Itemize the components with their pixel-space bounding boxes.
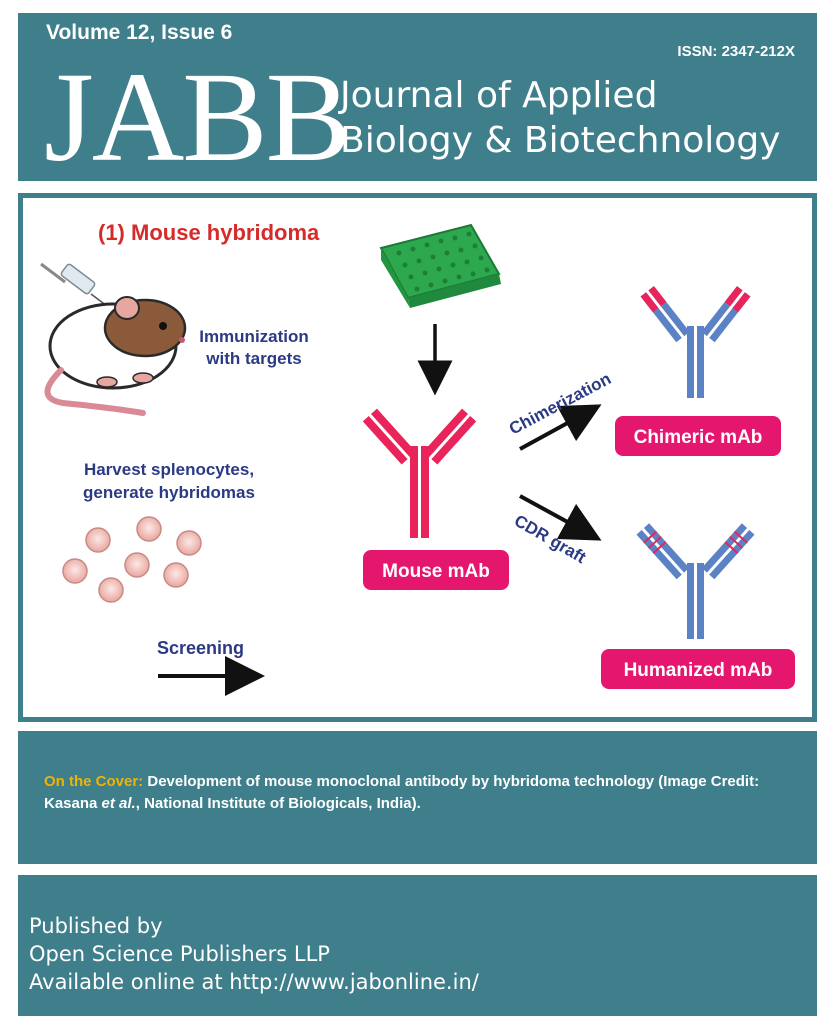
journal-title-line1: Journal of Applied (340, 75, 658, 116)
hybridoma-diagram: (1) Mouse hybridoma Immunization with (40, 220, 795, 696)
mouse-icon (44, 296, 187, 416)
cover-caption: On the Cover: Development of mouse monoc… (44, 771, 784, 815)
chimeric-mab-badge (615, 416, 781, 456)
cdr-graft-label: CDR graft (511, 511, 589, 567)
caption-text-a: Development of mouse monoclonal antibody… (44, 773, 760, 812)
hybridoma-cell (163, 562, 189, 588)
chimeric-antibody-icon (640, 286, 751, 398)
syringe-icon (40, 262, 108, 307)
cdr-graft-arrow (519, 494, 602, 541)
hybridoma-cell (136, 516, 162, 542)
hybridoma-cell (85, 527, 111, 553)
hybridoma-cells (62, 516, 202, 603)
mouse-mab-label: Mouse mAb (382, 561, 490, 582)
hybridoma-cell (98, 577, 124, 603)
journal-title: Journal of Applied Biology & Biotechnolo… (340, 73, 781, 163)
website-line: Available online at http://www.jabonline… (29, 970, 479, 994)
issn: ISSN: 2347-212X (677, 43, 795, 60)
publisher-band: Published by Open Science Publishers LLP… (18, 875, 817, 1016)
publisher-info: Published by Open Science Publishers LLP… (29, 912, 479, 996)
caption-etal: et al. (101, 795, 136, 812)
humanized-antibody-icon (636, 523, 755, 639)
caption-lead: On the Cover: (44, 773, 144, 790)
hybridoma-cell (176, 530, 202, 556)
immunization-label-line1: Immunization (199, 327, 309, 346)
humanized-mab-badge (601, 649, 795, 689)
mouse-mab-badge (363, 550, 509, 590)
cover-figure: (1) Mouse hybridoma Immunization with (23, 198, 812, 717)
volume-issue: Volume 12, Issue 6 (46, 21, 233, 44)
caption-text-b: , National Institute of Biologicals, Ind… (135, 795, 421, 812)
figure-heading: (1) Mouse hybridoma (98, 220, 320, 245)
mouse-antibody-icon (362, 408, 477, 538)
harvest-label-line2: generate hybridomas (83, 483, 255, 502)
published-by: Published by (29, 914, 163, 938)
immunization-label-line2: with targets (205, 349, 301, 368)
publisher-name: Open Science Publishers LLP (29, 942, 330, 966)
harvest-label-line1: Harvest splenocytes, (84, 460, 254, 479)
hybridoma-cell (124, 552, 150, 578)
journal-logo: JABB (44, 46, 351, 188)
hybridoma-cell (62, 558, 88, 584)
cover-figure-frame: (1) Mouse hybridoma Immunization with (18, 193, 817, 722)
caption-band: On the Cover: Development of mouse monoc… (18, 731, 817, 864)
humanized-mab-label: Humanized mAb (624, 660, 773, 681)
journal-header: Volume 12, Issue 6 ISSN: 2347-212X JABB … (18, 13, 817, 181)
chimerization-arrow (519, 404, 602, 451)
journal-title-line2: Biology & Biotechnology (340, 120, 781, 161)
screening-label: Screening (157, 638, 244, 658)
well-plate-icon (379, 223, 501, 308)
chimeric-mab-label: Chimeric mAb (634, 427, 763, 448)
